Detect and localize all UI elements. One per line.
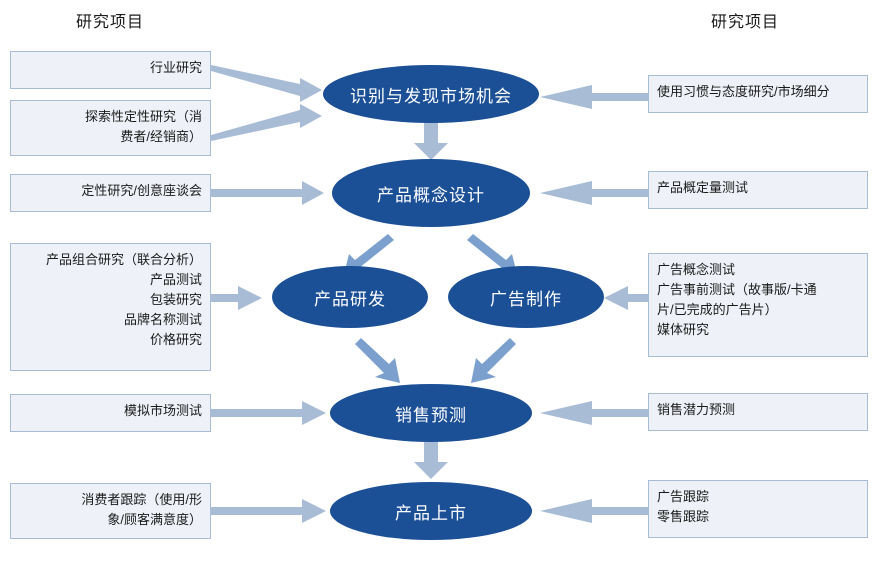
process-node-launch[interactable]: 产品上市 <box>330 482 532 540</box>
arrow-rnd-to-forecast <box>355 338 400 383</box>
process-node-forecast[interactable]: 销售预测 <box>330 384 532 442</box>
research-box-qualitative[interactable]: 定性研究/创意座谈会 <box>10 174 211 212</box>
research-box-line: 广告概念测试 <box>657 262 736 277</box>
arrow-salespotential-to-forecast <box>540 401 648 425</box>
research-box-sim-market[interactable]: 模拟市场测试 <box>10 394 211 432</box>
arrow-forecast-to-launch <box>414 442 448 479</box>
process-node-concept[interactable]: 产品概念设计 <box>332 159 530 227</box>
research-box-line: 价格研究 <box>149 332 202 347</box>
research-box-line: 行业研究 <box>149 60 202 75</box>
research-box-line: 包装研究 <box>149 292 202 307</box>
arrow-productmix-to-rnd <box>211 286 262 310</box>
process-node-label: 产品研发 <box>314 289 386 309</box>
research-box-industry[interactable]: 行业研究 <box>10 51 211 89</box>
arrow-opportunity-to-concept <box>414 122 448 160</box>
arrow-ad-to-forecast <box>471 338 516 383</box>
research-box-line: 费者/经销商） <box>120 129 202 144</box>
research-box-explore[interactable]: 探索性定性研究（消 费者/经销商） <box>10 100 211 156</box>
research-box-line: 广告事前测试（故事版/卡通 <box>657 282 817 297</box>
arrow-usageattitude-to-opportunity <box>540 85 648 109</box>
research-box-line: 象/顾客满意度） <box>107 512 202 527</box>
research-box-ad-research[interactable]: 广告概念测试 广告事前测试（故事版/卡通 片/已完成的广告片） 媒体研究 <box>648 253 868 357</box>
process-node-label: 产品上市 <box>395 503 467 523</box>
research-box-tracking[interactable]: 广告跟踪 零售跟踪 <box>648 480 868 538</box>
research-box-product-mix[interactable]: 产品组合研究（联合分析） 产品测试 包装研究 品牌名称测试 价格研究 <box>10 243 211 371</box>
research-box-line: 消费者跟踪（使用/形 <box>81 492 202 507</box>
process-node-opportunity[interactable]: 识别与发现市场机会 <box>323 65 539 123</box>
process-node-label: 广告制作 <box>490 289 562 309</box>
research-box-line: 产品概定量测试 <box>657 180 749 195</box>
research-box-line: 零售跟踪 <box>657 509 710 524</box>
process-node-rnd[interactable]: 产品研发 <box>272 266 428 328</box>
process-node-label: 销售预测 <box>395 405 467 425</box>
research-box-line: 广告跟踪 <box>657 489 710 504</box>
research-box-line: 使用习惯与态度研究/市场细分 <box>657 84 830 99</box>
research-box-consumer-track[interactable]: 消费者跟踪（使用/形 象/顾客满意度） <box>10 483 211 539</box>
arrow-adresearch-to-ad <box>604 286 648 310</box>
research-box-line: 探索性定性研究（消 <box>84 109 202 124</box>
arrow-explore-to-opportunity <box>211 104 322 141</box>
arrow-tracking-to-launch <box>540 499 648 523</box>
arrow-concepttest-to-concept <box>540 181 648 205</box>
research-box-line: 销售潜力预测 <box>657 402 736 417</box>
research-box-line: 模拟市场测试 <box>123 403 202 418</box>
research-box-line: 片/已完成的广告片） <box>657 302 778 317</box>
arrow-consumertrack-to-launch <box>211 499 326 523</box>
process-node-label: 识别与发现市场机会 <box>350 86 512 106</box>
research-box-line: 产品组合研究（联合分析） <box>45 252 202 267</box>
arrow-qualitative-to-concept <box>211 181 324 205</box>
research-box-line: 媒体研究 <box>657 322 710 337</box>
research-box-usage-attitude[interactable]: 使用习惯与态度研究/市场细分 <box>648 75 868 113</box>
research-box-sales-potential[interactable]: 销售潜力预测 <box>648 393 868 431</box>
research-box-line: 品牌名称测试 <box>123 312 202 327</box>
research-box-line: 定性研究/创意座谈会 <box>81 183 202 198</box>
research-box-line: 产品测试 <box>149 272 202 287</box>
right-column-header: 研究项目 <box>710 14 779 31</box>
left-column-header: 研究项目 <box>75 14 144 31</box>
arrow-simmarket-to-forecast <box>211 401 326 425</box>
research-box-concept-test[interactable]: 产品概定量测试 <box>648 171 868 209</box>
process-node-label: 产品概念设计 <box>377 185 485 205</box>
process-node-ad[interactable]: 广告制作 <box>448 266 604 328</box>
arrow-industry-to-opportunity <box>211 65 322 102</box>
